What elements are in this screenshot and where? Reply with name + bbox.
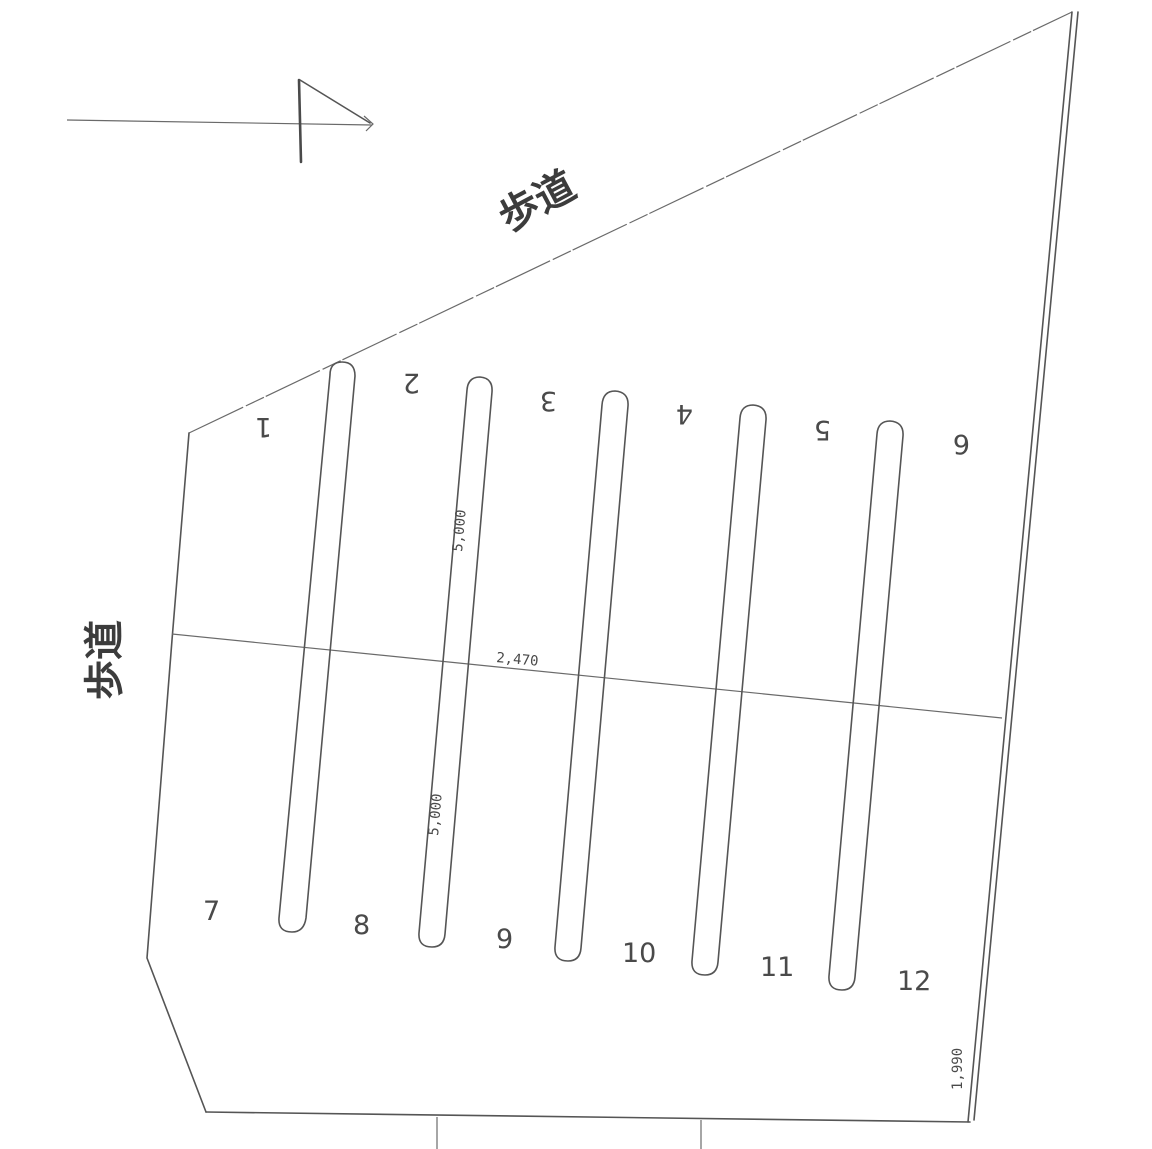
divider-4 <box>691 404 767 976</box>
dimension-slot-width: 2,470 <box>496 650 539 670</box>
slot-number-3: 3 <box>540 385 557 416</box>
sidewalk-label-left: 歩道 <box>82 620 128 700</box>
slot-number-10: 10 <box>622 938 656 969</box>
slot-number-11: 11 <box>760 952 794 983</box>
sidewalk-label-top: 歩道 <box>491 163 583 241</box>
parking-dividers <box>278 361 904 991</box>
dimension-slot-length-lower: 5,000 <box>426 793 446 836</box>
slot-number-12: 12 <box>897 966 931 997</box>
divider-5 <box>828 420 904 991</box>
slot-number-8: 8 <box>353 910 370 941</box>
mid-dimension-line <box>171 633 1003 719</box>
dimension-bottom-margin: 1,990 <box>950 1048 966 1090</box>
site-boundary <box>146 11 1079 1149</box>
divider-3 <box>554 390 629 962</box>
slot-number-4: 4 <box>676 398 693 429</box>
north-arrow-icon <box>66 78 374 164</box>
slot-number-9: 9 <box>496 924 513 955</box>
dimension-slot-length-upper: 5,000 <box>450 509 470 552</box>
slot-number-1: 1 <box>255 411 272 442</box>
slot-number-2: 2 <box>403 367 420 398</box>
slot-number-5: 5 <box>814 414 831 445</box>
slot-number-6: 6 <box>953 428 970 459</box>
divider-1 <box>278 361 356 933</box>
divider-2 <box>418 376 493 948</box>
slot-number-7: 7 <box>203 896 220 927</box>
